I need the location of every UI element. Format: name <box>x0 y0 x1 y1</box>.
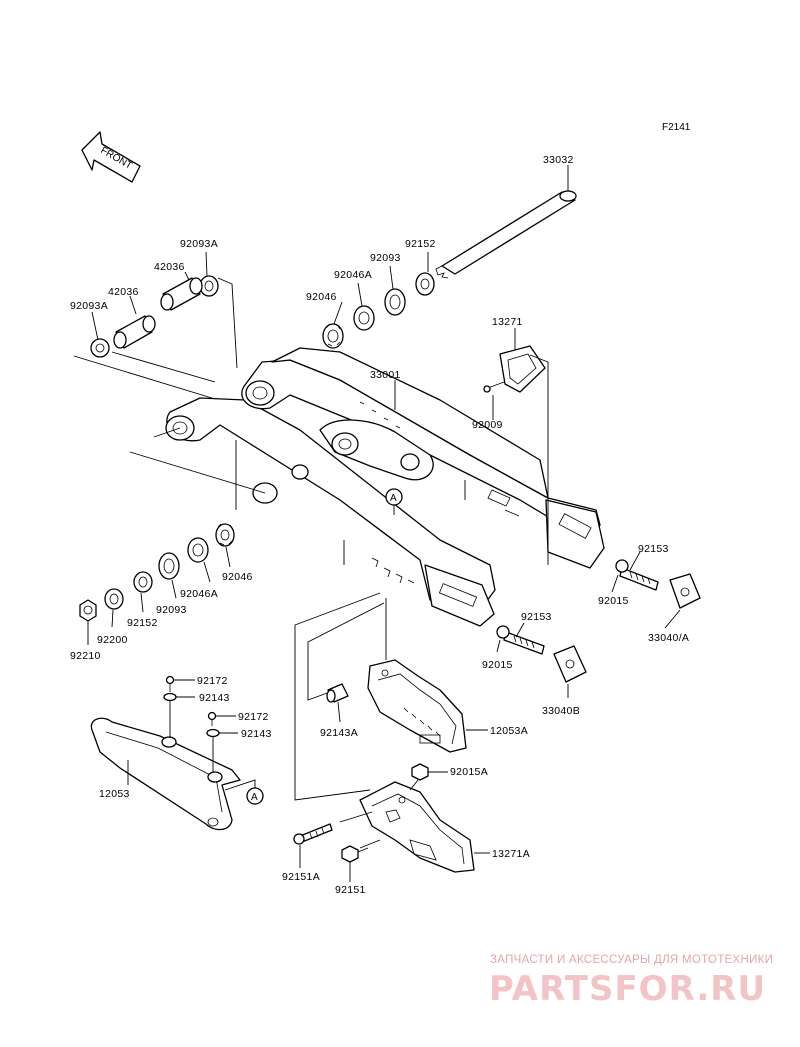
svg-text:A: A <box>390 493 397 504</box>
label-13271: 13271 <box>492 316 523 328</box>
label-92093-bottom: 92093 <box>156 604 187 616</box>
seal-top <box>384 288 406 316</box>
label-92172-a: 92172 <box>197 675 228 687</box>
label-92046A-top: 92046A <box>334 269 372 281</box>
label-92015-mid: 92015 <box>482 659 513 671</box>
bushing-92093A-bottom <box>90 338 110 358</box>
label-92046-bottom: 92046 <box>222 571 253 583</box>
ref-marker-a-upper: A <box>385 488 403 506</box>
collar-top <box>353 305 375 331</box>
screw-92172-b <box>207 711 217 726</box>
label-42036-top: 42036 <box>154 261 185 273</box>
label-92093A-top: 92093A <box>180 238 218 250</box>
label-92143-a: 92143 <box>199 692 230 704</box>
front-arrow-icon: FRONT <box>81 131 141 183</box>
bushing-42036-bottom <box>113 315 156 349</box>
pivot-shaft <box>435 190 577 279</box>
label-92153-right: 92153 <box>638 543 669 555</box>
bushing-92093A-top <box>199 275 219 297</box>
watermark-tagline: ЗАПЧАСТИ И АКСЕССУАРЫ ДЛЯ МОТОТЕХНИКИ <box>490 954 773 966</box>
collar-92143A <box>326 683 349 703</box>
washer-bottom <box>133 571 153 593</box>
label-92152-bottom: 92152 <box>127 617 158 629</box>
washer-top <box>415 272 435 296</box>
figure-code: F2141 <box>662 122 691 133</box>
label-92151: 92151 <box>335 884 366 896</box>
adjuster-block-33040A <box>669 573 701 609</box>
label-92210: 92210 <box>70 650 101 662</box>
label-92046-top: 92046 <box>306 291 337 303</box>
label-33001: 33001 <box>370 369 401 381</box>
adjuster-bolt-right <box>615 559 659 591</box>
chain-guard-13271A <box>359 781 475 873</box>
label-33040B: 33040B <box>542 705 580 717</box>
label-92093-top: 92093 <box>370 252 401 264</box>
washer-92143-a <box>163 692 177 702</box>
swingarm <box>165 347 605 627</box>
svg-text:A: A <box>251 792 258 803</box>
bushing-42036-top <box>160 277 203 311</box>
label-12053: 12053 <box>99 788 130 800</box>
label-92046A-bottom: 92046A <box>180 588 218 600</box>
screw-92172-a <box>165 675 175 692</box>
label-92015-right: 92015 <box>598 595 629 607</box>
label-92015A: 92015A <box>450 766 488 778</box>
adjuster-bolt-mid <box>496 625 545 655</box>
washer-92143-b <box>206 728 220 738</box>
label-92143A: 92143A <box>320 727 358 739</box>
label-13271A: 13271A <box>492 848 530 860</box>
label-33032: 33032 <box>543 154 574 166</box>
label-33040A: 33040/A <box>648 632 689 644</box>
label-92151A: 92151A <box>282 871 320 883</box>
bolt-92151 <box>341 845 369 863</box>
washer-92200 <box>104 588 124 610</box>
guard-plate-13271 <box>499 345 546 393</box>
ref-marker-a-lower: A <box>246 787 264 805</box>
bolt-92151A <box>293 823 333 845</box>
label-92152-top: 92152 <box>405 238 436 250</box>
needle-bearing-bottom <box>215 523 235 547</box>
adjuster-block-33040B <box>553 645 587 683</box>
label-92172-b: 92172 <box>238 711 269 723</box>
label-92093A-bottom: 92093A <box>70 300 108 312</box>
label-42036-bottom: 42036 <box>108 286 139 298</box>
chain-guide-12053A <box>367 659 467 753</box>
nut-92015A <box>411 763 429 781</box>
seal-bottom <box>158 552 180 580</box>
label-92009: 92009 <box>472 419 503 431</box>
label-92143-b: 92143 <box>241 728 272 740</box>
needle-bearing-top <box>322 323 344 349</box>
bolt-92009 <box>483 381 505 393</box>
nut-92210 <box>79 599 97 622</box>
label-12053A: 12053A <box>490 725 528 737</box>
label-92153-mid: 92153 <box>521 611 552 623</box>
collar-bottom <box>187 537 209 563</box>
label-92200: 92200 <box>97 634 128 646</box>
chain-slider-12053 <box>90 717 241 831</box>
watermark-logo: PARTSFOR.RU <box>489 969 766 1009</box>
